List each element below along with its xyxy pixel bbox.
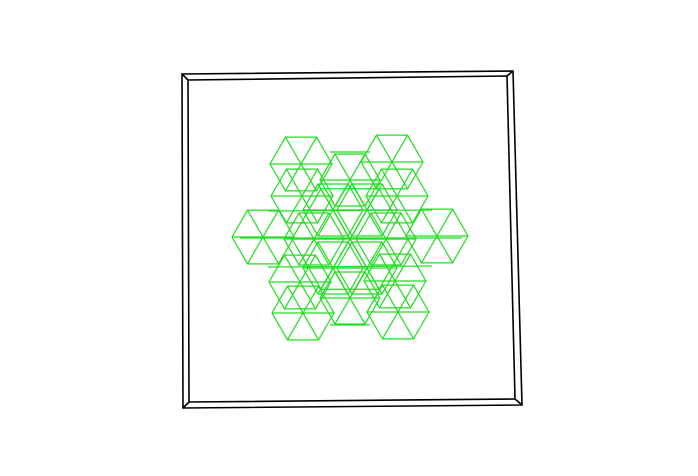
small-hexagon <box>268 254 332 310</box>
mid-hexagon-spoke <box>334 271 366 325</box>
wireframe-hexagon-cluster <box>231 134 469 341</box>
small-hexagon-spoke <box>246 209 280 265</box>
small-hexagon-spoke <box>375 134 409 190</box>
small-hexagon <box>360 134 424 190</box>
small-hexagon <box>363 253 427 309</box>
frame-bevel-bl <box>182 401 190 409</box>
small-hexagon-spoke <box>285 168 319 224</box>
frame-bevel-tr <box>506 70 514 77</box>
small-hexagon <box>365 168 429 224</box>
frame-bevel-br <box>514 398 523 406</box>
connector-edge <box>267 265 433 268</box>
center-hexagon-spoke <box>320 188 380 290</box>
mid-hexagon <box>319 271 381 325</box>
small-hexagon-spoke <box>284 136 318 192</box>
frame <box>181 70 523 409</box>
small-hexagon-spoke <box>283 254 317 310</box>
small-hexagon <box>405 208 469 264</box>
mid-hexagon <box>319 153 381 207</box>
center-hexagon <box>291 188 409 290</box>
small-hexagon-spoke <box>381 284 415 340</box>
mid-hexagon-spoke <box>334 153 366 207</box>
small-hexagon-spoke <box>378 253 412 309</box>
small-hexagon-spoke <box>380 168 414 224</box>
small-hexagon-spoke <box>420 208 454 264</box>
frame-bevel-tl <box>181 73 189 81</box>
small-hexagon <box>270 168 334 224</box>
small-hexagon <box>366 284 430 340</box>
connector-edge <box>267 209 433 212</box>
small-hexagon-spoke <box>286 285 320 341</box>
small-hexagon <box>269 136 333 192</box>
